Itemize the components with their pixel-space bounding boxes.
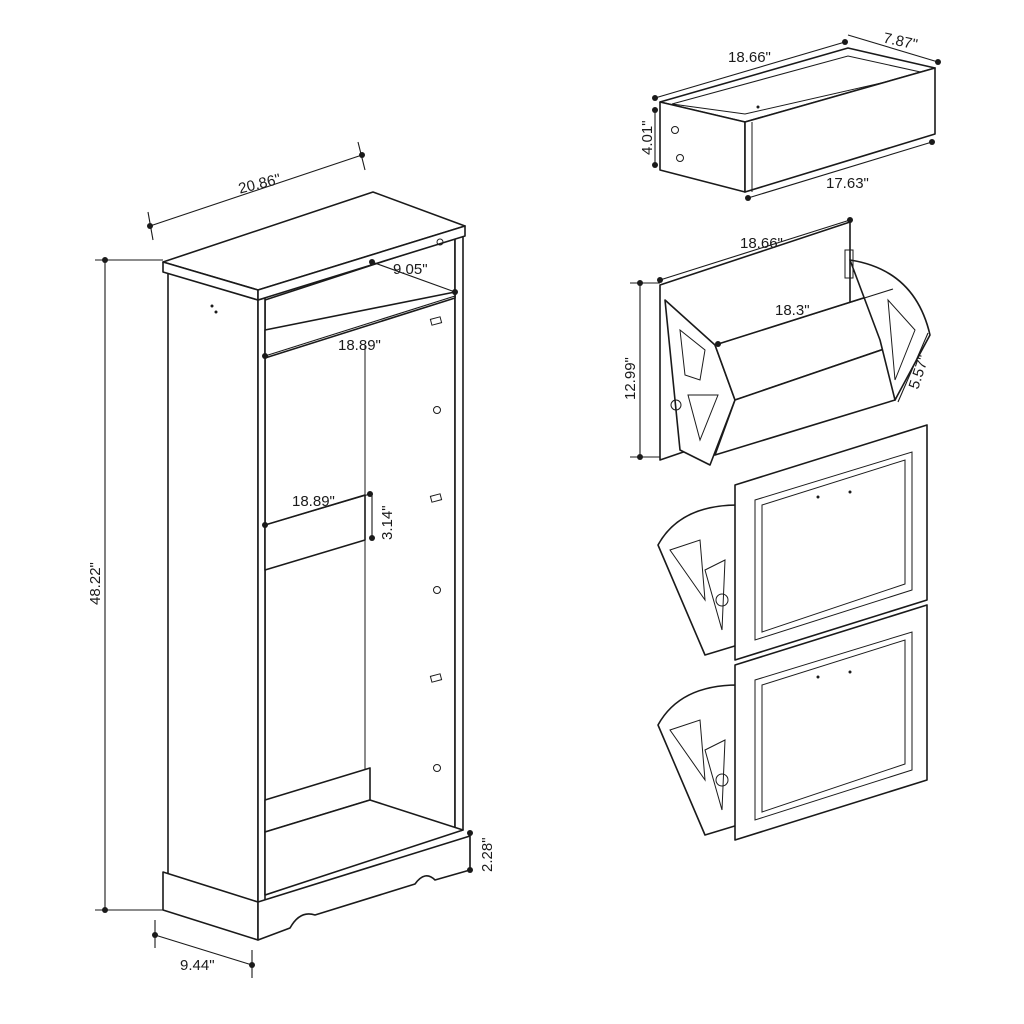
drawer-dimensions: 18.66" 7.87" 4.01" 17.63" <box>639 30 941 201</box>
cabinet-height-label: 48.22" <box>87 562 104 605</box>
drawer-width-label: 18.66" <box>728 49 771 66</box>
tilt-door-upper <box>657 424 928 661</box>
drawer-height-label: 4.01" <box>639 120 656 155</box>
cabinet-left-post <box>257 297 266 906</box>
drawer-depth-label: 7.87" <box>882 30 919 54</box>
top-shelf-depth-label: 9.05" <box>393 261 428 278</box>
tilt-bin-inner-width-label: 18.3" <box>775 302 810 319</box>
cabinet-base-front <box>257 835 471 941</box>
cabinet-depth-label: 9.44" <box>180 957 215 974</box>
tilt-bin-height-label: 12.99" <box>622 357 639 400</box>
drawer-inner-width-label: 17.63" <box>826 175 869 192</box>
tilt-door-lower <box>657 604 928 841</box>
rod-width-label: 18.89" <box>338 337 381 354</box>
base-height-label: 2.28" <box>479 837 496 872</box>
tilt-bin-drawing <box>659 221 931 466</box>
cabinet-floor <box>264 799 464 896</box>
rail-height-label: 3.14" <box>379 505 396 540</box>
cabinet-left-side <box>167 271 259 906</box>
drawer-drawing <box>659 47 936 193</box>
cabinet-width-label: 20.86" <box>237 171 283 198</box>
cabinet-drawing <box>162 191 471 941</box>
tilt-bin-width-label: 18.66" <box>740 235 783 252</box>
cabinet-right-post <box>454 235 464 833</box>
rail-width-label: 18.89" <box>292 493 335 510</box>
shelf-holes <box>210 238 444 772</box>
